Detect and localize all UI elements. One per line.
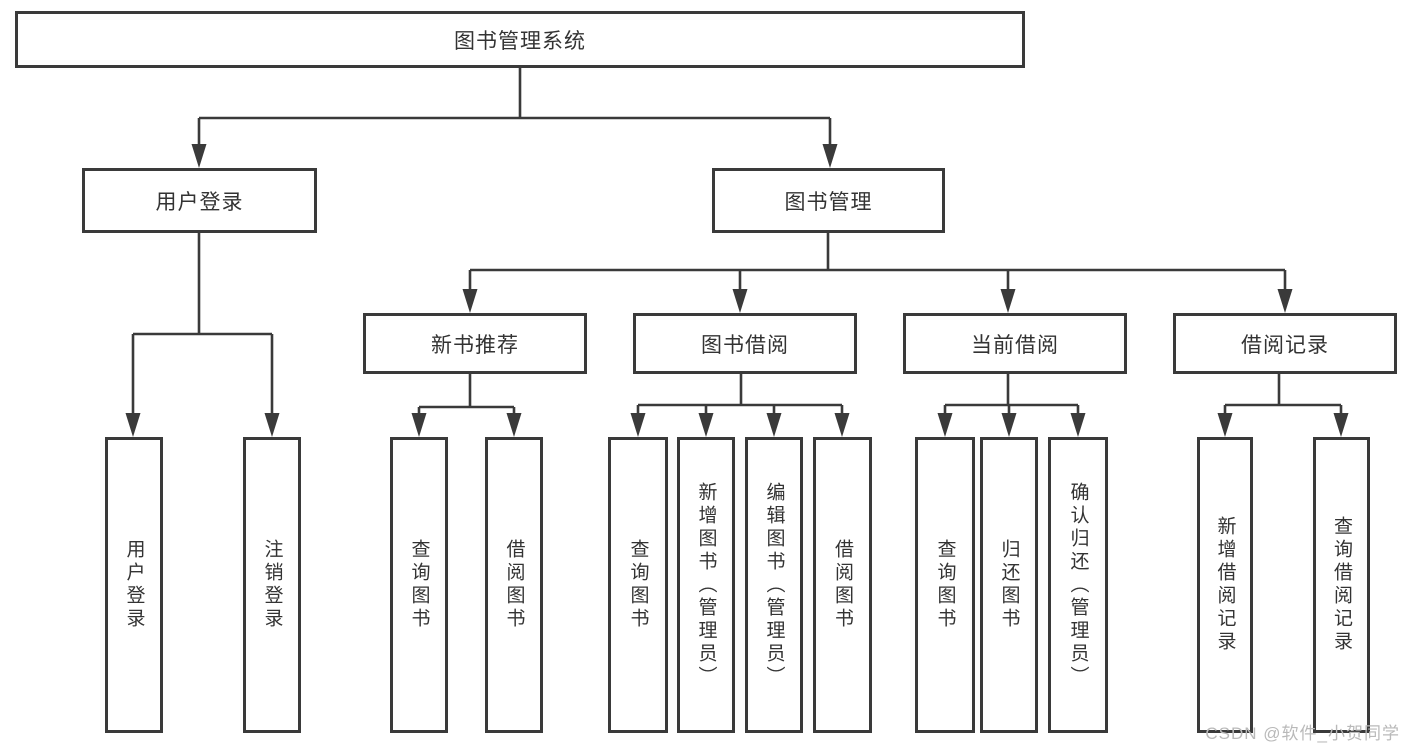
leaf-borrow-books-borrowing: 借阅图书 [813, 437, 872, 733]
csdn-watermark: CSDN @软件_小贺同学 [1205, 724, 1400, 743]
connector-book-management-to-level3 [462, 233, 1293, 313]
leaf-query-borrow-record: 查询借阅记录 [1313, 437, 1370, 733]
node-book-borrowing: 图书借阅 [633, 313, 857, 374]
leaf-borrow-books-recommend: 借阅图书 [485, 437, 543, 733]
node-root-library-management-system: 图书管理系统 [15, 11, 1025, 68]
node-current-borrowing: 当前借阅 [903, 313, 1127, 374]
leaf-add-books-admin: 新增图书（管理员） [677, 437, 735, 733]
leaf-add-borrow-record: 新增借阅记录 [1197, 437, 1253, 733]
connector-borrowing-records-to-leaves [1217, 374, 1349, 437]
connector-book-borrowing-to-leaves [630, 374, 850, 437]
leaf-edit-books-admin: 编辑图书（管理员） [745, 437, 803, 733]
leaf-user-login: 用户登录 [105, 437, 163, 733]
leaf-query-books-borrowing: 查询图书 [608, 437, 668, 733]
node-new-book-recommend: 新书推荐 [363, 313, 587, 374]
connector-current-borrowing-to-leaves [937, 374, 1086, 437]
leaf-logout: 注销登录 [243, 437, 301, 733]
leaf-confirm-return-admin: 确认归还（管理员） [1048, 437, 1108, 733]
connector-user-login-to-leaves [125, 233, 280, 437]
leaf-return-books: 归还图书 [980, 437, 1038, 733]
node-book-management: 图书管理 [712, 168, 945, 233]
node-user-login: 用户登录 [82, 168, 317, 233]
connector-new-book-recommend-to-leaves [411, 374, 522, 437]
leaf-query-books-current: 查询图书 [915, 437, 975, 733]
node-borrowing-records: 借阅记录 [1173, 313, 1397, 374]
connector-root-to-level2 [191, 68, 838, 168]
leaf-query-books-recommend: 查询图书 [390, 437, 448, 733]
